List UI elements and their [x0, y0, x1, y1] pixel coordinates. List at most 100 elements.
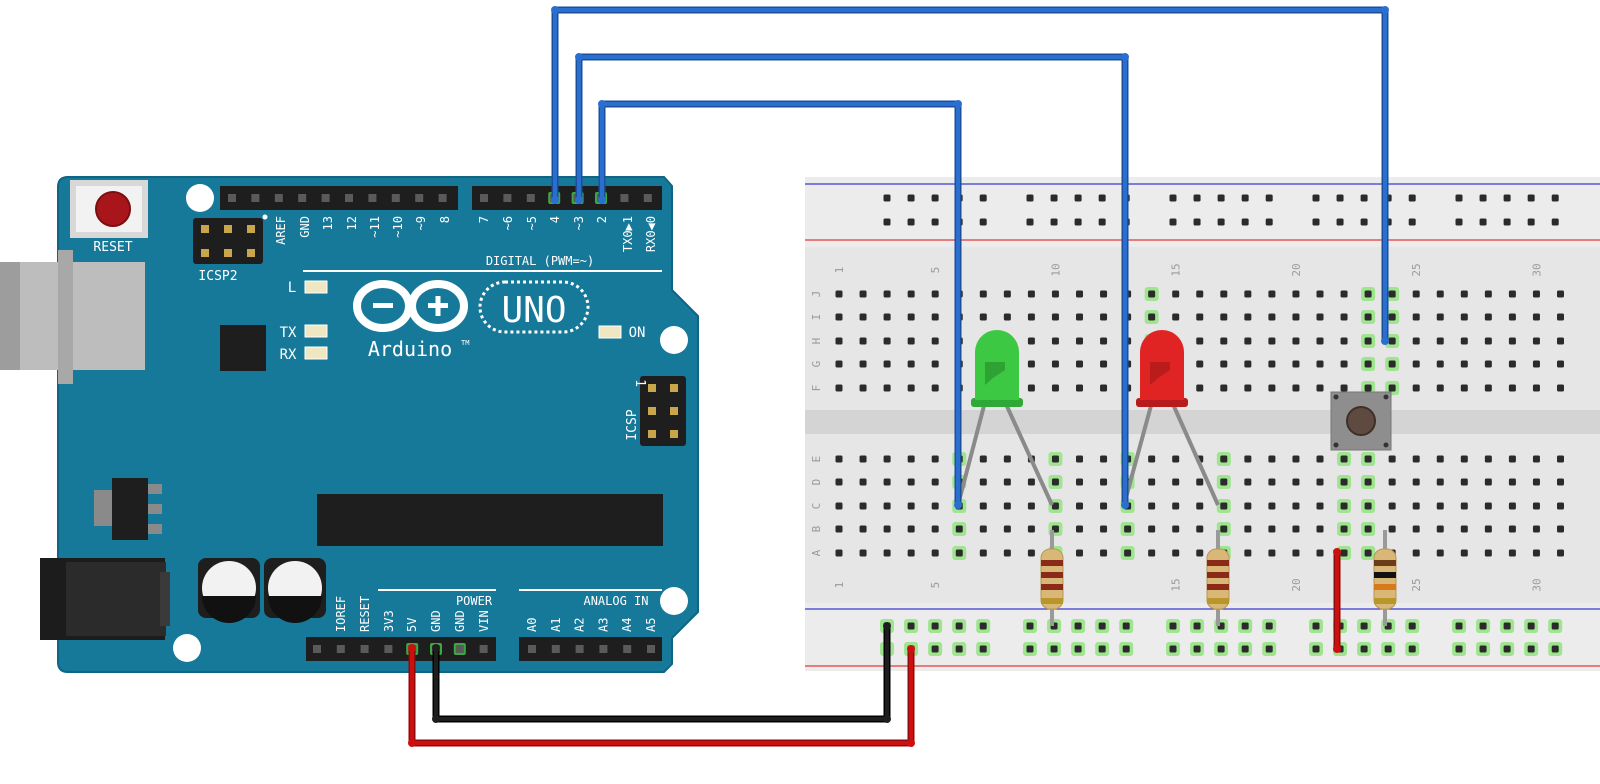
hole [1196, 525, 1204, 533]
hole [1479, 645, 1487, 653]
hole [883, 455, 891, 463]
row-letter: H [810, 338, 823, 345]
hole [1292, 337, 1300, 345]
hole [907, 194, 915, 202]
header-pin [228, 194, 236, 202]
hole [1460, 337, 1468, 345]
hole [1003, 313, 1011, 321]
hole [1098, 622, 1106, 630]
reset-button[interactable] [95, 191, 131, 227]
usb-chip [220, 325, 266, 371]
hole [931, 455, 939, 463]
led-tx-label: TX [280, 325, 297, 341]
header-pin [438, 194, 447, 202]
hole [1292, 384, 1300, 392]
power-pin-label: IOREF [334, 596, 348, 632]
led-l-label: L [288, 280, 296, 296]
hole [1484, 502, 1492, 510]
hole [1412, 502, 1420, 510]
hole [1172, 313, 1180, 321]
resistor-band [1374, 572, 1396, 578]
power-title: POWER [456, 594, 493, 608]
hole [1292, 290, 1300, 298]
hole [859, 455, 867, 463]
hole [1268, 455, 1276, 463]
digital-pin-label: 4 [548, 216, 562, 223]
mounting-hole [173, 634, 201, 662]
hole [1076, 525, 1083, 533]
wire-endpoint [575, 196, 583, 204]
board-pcb [57, 176, 699, 673]
hole [1412, 549, 1420, 557]
hole [883, 313, 891, 321]
hole [907, 525, 915, 533]
hole [1527, 218, 1535, 226]
resistor-band [1041, 598, 1063, 604]
hole [1388, 455, 1396, 463]
hole [1557, 455, 1564, 463]
row-letter: J [810, 291, 823, 298]
digital-pin-label: 7 [477, 216, 491, 223]
led-on [598, 325, 622, 339]
hole [1316, 549, 1324, 557]
hole [835, 313, 843, 321]
hole [883, 194, 891, 202]
hole [835, 549, 843, 557]
hole [1484, 290, 1492, 298]
hole [1100, 549, 1108, 557]
hole [1479, 622, 1487, 630]
hole [1148, 290, 1156, 298]
column-number: 10 [1049, 263, 1062, 276]
hole [1027, 525, 1035, 533]
row-letter: D [810, 479, 823, 486]
hole [1172, 455, 1180, 463]
analog-pin-label: A0 [525, 618, 539, 632]
hole [1074, 194, 1082, 202]
column-number: 20 [1290, 263, 1303, 276]
hole [1100, 478, 1108, 486]
top-power-rail [805, 177, 1600, 247]
hole [1557, 337, 1564, 345]
hole [1388, 360, 1396, 368]
wire-endpoint [954, 501, 962, 509]
analog-pin-label: A3 [596, 618, 610, 632]
hole [1360, 622, 1368, 630]
hole [1436, 337, 1444, 345]
hole [883, 525, 891, 533]
hole [1268, 525, 1276, 533]
wire-gnd-to-rail [434, 624, 889, 721]
hole [1388, 502, 1396, 510]
hole [1412, 313, 1420, 321]
icsp-pin1-label: 1 [632, 379, 647, 387]
icsp-pin [648, 384, 656, 392]
hole [1557, 313, 1564, 321]
hole [907, 218, 915, 226]
hole [1340, 502, 1348, 510]
hole [1460, 290, 1468, 298]
pushbutton-cap[interactable] [1346, 406, 1376, 436]
hole [1532, 525, 1540, 533]
resistor-band [1374, 584, 1396, 590]
hole [1220, 384, 1228, 392]
hole [1241, 622, 1249, 630]
hole [859, 478, 867, 486]
wire-endpoint [598, 100, 606, 108]
reset-label: RESET [93, 240, 132, 255]
hole [1388, 337, 1396, 345]
hole [1076, 290, 1083, 298]
hole [1484, 478, 1492, 486]
hole [1217, 194, 1225, 202]
header-pin [620, 194, 629, 202]
hole [1503, 194, 1511, 202]
hole [1003, 290, 1011, 298]
column-number: 25 [1410, 263, 1423, 276]
hole [1074, 218, 1082, 226]
icsp-pin [670, 407, 678, 415]
hole [931, 360, 939, 368]
column-number: 25 [1410, 578, 1423, 591]
wire-endpoint [954, 100, 962, 108]
wire-endpoint [598, 196, 606, 204]
hole [1292, 502, 1300, 510]
hole [1412, 384, 1420, 392]
